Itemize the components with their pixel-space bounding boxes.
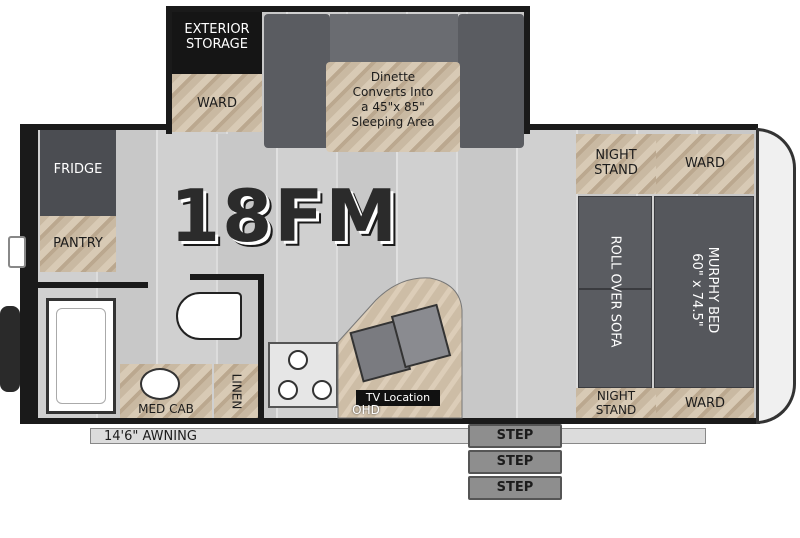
burner-icon [278, 380, 298, 400]
exterior-storage-label: EXTERIOR STORAGE [184, 22, 250, 52]
fridge-label: FRIDGE [53, 162, 103, 177]
dinette-back [330, 14, 458, 64]
dinette-table [326, 62, 460, 152]
hitch-handle [8, 236, 26, 268]
ward-top-label: WARD [196, 96, 238, 111]
step-label: STEP [496, 480, 534, 495]
murphy-bed [654, 196, 754, 388]
tv-location-badge [356, 390, 440, 406]
dinette-seat-left [264, 14, 330, 148]
night-stand-bottom-label: NIGHT STAND [595, 389, 637, 417]
shower [46, 298, 116, 414]
awning-label: 14'6" AWNING [104, 429, 197, 444]
bath-wall-top2 [190, 274, 264, 280]
step [468, 476, 562, 500]
fridge [40, 130, 116, 216]
night-stand-bottom [576, 388, 656, 418]
slideout-wall-right [524, 6, 530, 134]
ward-right-bottom-label: WARD [684, 396, 726, 411]
ohd-label: OHD [352, 403, 380, 417]
tv-location-label: TV Location [365, 391, 431, 404]
step-label: STEP [496, 454, 534, 469]
dinette-seat-right [458, 14, 524, 148]
sink-icon [140, 368, 180, 400]
ward-top-block [172, 74, 262, 132]
ward-right-top-label: WARD [684, 156, 726, 171]
med-cab-label: MED CAB [138, 402, 194, 416]
model-name: 18FM [170, 174, 400, 258]
roll-over-sofa [578, 196, 652, 388]
linen [214, 364, 258, 418]
toilet [176, 292, 242, 340]
bath-wall-right [258, 274, 264, 424]
sink-basin [390, 303, 452, 369]
spare-tire [0, 306, 20, 392]
burner-icon [288, 350, 308, 370]
step-label: STEP [496, 428, 534, 443]
burner-icon [312, 380, 332, 400]
wall-bottom [20, 418, 760, 424]
wall-left [20, 124, 38, 424]
wall-top-right [528, 124, 758, 130]
sofa-seam [578, 288, 652, 290]
dinette-label: Dinette Converts Into a 45"x 85" Sleepin… [351, 70, 435, 129]
shower-inner [56, 308, 106, 404]
wall-top-left [20, 124, 168, 130]
ward-right-bottom [656, 388, 754, 418]
step [468, 424, 562, 448]
murphy-bed-label: MURPHY BED 60" x 74.5" [689, 246, 720, 334]
pantry [40, 216, 116, 272]
roll-over-sofa-label: ROLL OVER SOFA [607, 235, 623, 348]
bath-wall-top [38, 282, 148, 288]
step [468, 450, 562, 474]
slideout-wall-left [166, 6, 172, 134]
night-stand-top [576, 134, 656, 194]
night-stand-top-label: NIGHT STAND [594, 148, 638, 178]
exterior-storage [172, 12, 262, 74]
pantry-label: PANTRY [53, 236, 103, 251]
slideout-wall-top [166, 6, 530, 12]
ward-right-top [656, 134, 754, 194]
